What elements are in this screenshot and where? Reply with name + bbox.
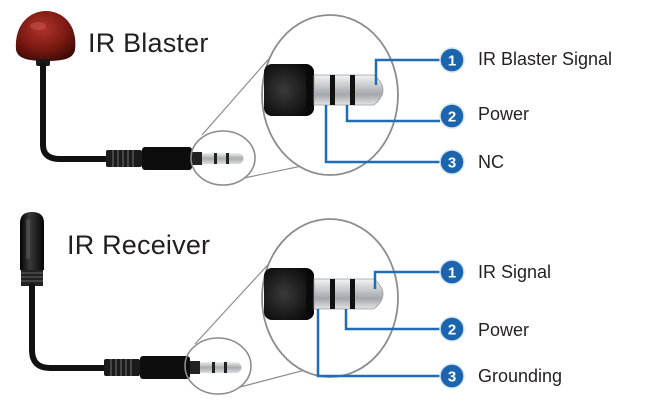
ir-receiver-plug-icon <box>104 356 242 379</box>
pin-label-receiver-3: Grounding <box>478 366 563 386</box>
ir-blaster-title: IR Blaster <box>88 28 209 58</box>
svg-text:1: 1 <box>448 53 456 70</box>
ir-blaster-leader-lines <box>324 58 440 164</box>
pin-badge-receiver-1: 1 <box>439 259 465 285</box>
pin-badge-receiver-2: 2 <box>439 316 465 342</box>
ir-receiver-cable <box>29 283 113 371</box>
svg-text:1: 1 <box>448 265 456 282</box>
svg-text:2: 2 <box>448 109 456 126</box>
pin-badge-blaster-3: 3 <box>439 149 465 175</box>
ir-blaster-emitter-icon <box>15 11 76 66</box>
pin-badge-blaster-2: 2 <box>439 103 465 129</box>
svg-text:3: 3 <box>448 155 456 172</box>
ir-blaster-plug-zoom-icon <box>264 64 384 116</box>
pin-badge-blaster-1: 1 <box>439 47 465 73</box>
ir-blaster-cable <box>40 63 115 162</box>
pin-label-blaster-2: Power <box>478 104 530 124</box>
ir-blaster-group <box>15 11 440 186</box>
ir-receiver-small-circle <box>184 337 252 395</box>
pin-badge-receiver-3: 3 <box>439 363 465 389</box>
ir-receiver-leader-lines <box>316 270 440 378</box>
ir-blaster-plug-icon <box>106 147 244 170</box>
pin-label-blaster-3: NC <box>478 152 504 172</box>
pin-label-blaster-1: IR Blaster Signal <box>478 49 613 69</box>
svg-text:3: 3 <box>448 369 456 386</box>
ir-receiver-title: IR Receiver <box>67 230 211 260</box>
ir-blaster-small-circle <box>190 130 256 186</box>
pin-label-receiver-1: IR Signal <box>478 262 552 282</box>
pin-label-receiver-2: Power <box>478 320 530 340</box>
ir-receiver-group <box>20 212 440 395</box>
svg-text:2: 2 <box>448 322 456 339</box>
ir-receiver-plug-zoom-icon <box>264 268 384 320</box>
ir-receiver-sensor-icon <box>20 212 44 286</box>
